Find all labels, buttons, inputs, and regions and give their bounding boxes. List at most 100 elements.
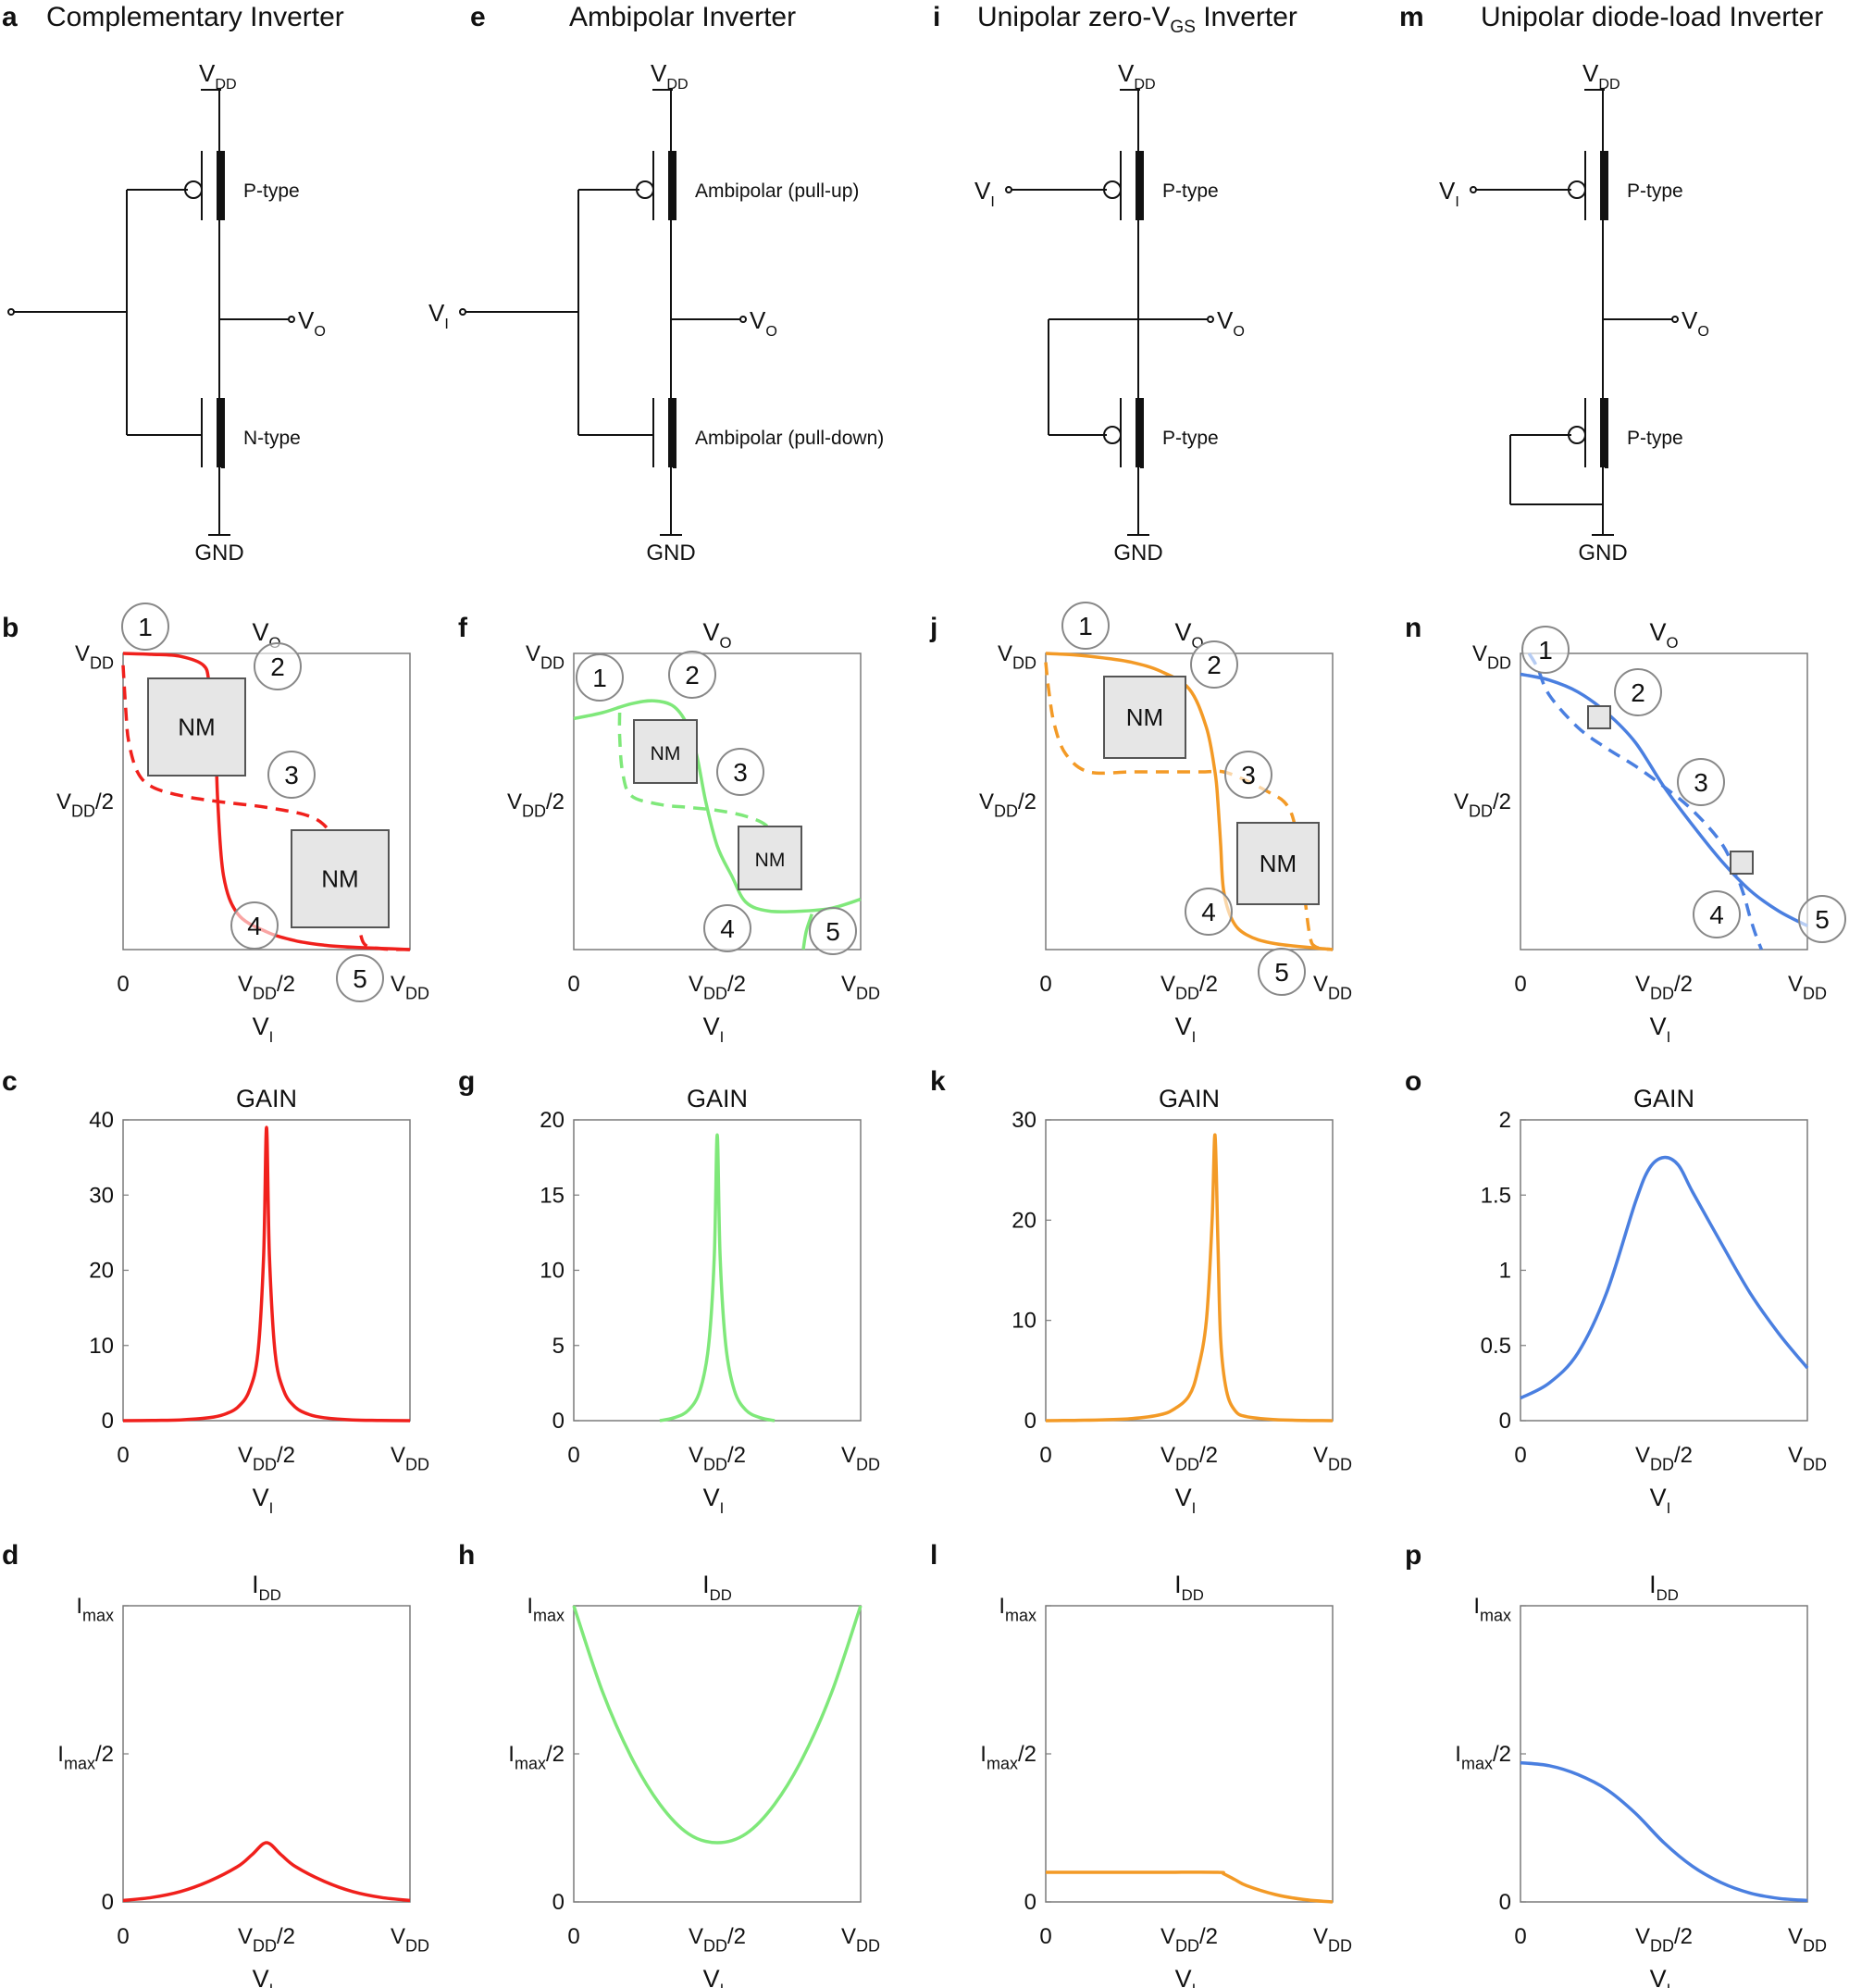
x-tick-label: VDD/2	[1160, 972, 1218, 1002]
y-tick-label: VDD/2	[1454, 789, 1511, 820]
chart-title-main: V	[702, 618, 719, 646]
vdd-label: VDD	[1118, 59, 1156, 93]
chart-title: VO	[702, 618, 731, 652]
bottom-transistor-channel	[1600, 398, 1608, 467]
region-marker-circle	[1614, 668, 1662, 716]
vi-label-main: V	[974, 177, 991, 205]
x-tick-label-sub: DD	[1328, 984, 1352, 1002]
noise-margin-box	[1236, 822, 1320, 905]
y-tick-label: 0	[1024, 1409, 1036, 1434]
y-tick-label-tail: /2	[1018, 1742, 1036, 1767]
x-tick-label-sub: DD	[405, 1936, 429, 1955]
vdd-label: VDD	[199, 59, 237, 93]
plot-frame	[122, 1605, 411, 1903]
x-axis-label-main: V	[1650, 1013, 1667, 1040]
x-axis-label-sub: I	[720, 1499, 725, 1517]
x-tick-label-main: V	[841, 1443, 856, 1468]
x-tick-label: VDD	[1313, 1924, 1352, 1955]
panel-letter-f: f	[458, 613, 468, 643]
y-tick-label: VDD	[998, 641, 1036, 672]
x-tick-label-main: V	[1313, 1924, 1328, 1949]
noise-margin-box	[738, 826, 802, 890]
top-transistor-label: Ambipolar (pull-up)	[695, 180, 859, 202]
x-tick-label-main: V	[1635, 1924, 1650, 1949]
x-tick-label-main: V	[1635, 1443, 1650, 1468]
region-marker-label: 4	[1709, 901, 1724, 929]
noise-margin-label: NM	[178, 714, 215, 741]
y-tick-label-sub: DD	[90, 653, 114, 672]
x-tick-label-main: V	[689, 1924, 703, 1949]
region-marker-label: 3	[284, 761, 299, 789]
x-axis-label-sub: I	[1667, 1028, 1671, 1046]
chart-title-main: I	[702, 1571, 710, 1598]
x-tick-label-tail: /2	[1199, 1443, 1218, 1468]
chart-title-main: I	[1174, 1571, 1182, 1598]
chart-title-main: V	[1174, 618, 1191, 646]
x-axis-label-sub: I	[1192, 1499, 1197, 1517]
region-marker-label: 3	[1241, 761, 1256, 789]
y-tick-label: 5	[552, 1334, 565, 1359]
y-tick-label-tail: /2	[95, 789, 114, 814]
noise-margin-label: NM	[1260, 850, 1297, 877]
top-transistor-channel	[668, 151, 676, 220]
x-tick-label: VDD	[1788, 1924, 1827, 1955]
y-tick-label: Imax/2	[508, 1742, 565, 1772]
x-tick-label: VDD/2	[689, 1924, 746, 1955]
x-tick-label-tail: /2	[1199, 1924, 1218, 1949]
region-marker-label: 2	[270, 652, 285, 681]
y-tick-label-sub: max	[1005, 1606, 1036, 1624]
y-tick-label: 10	[540, 1259, 565, 1284]
series-line-solid	[572, 1605, 863, 1845]
noise-margin-box	[291, 829, 390, 928]
x-tick-label: VDD/2	[238, 1443, 295, 1473]
x-tick-label: 0	[117, 1924, 129, 1949]
region-marker-circle	[703, 904, 751, 952]
y-tick-label: 0	[552, 1409, 565, 1434]
y-tick-label: 20	[89, 1259, 114, 1284]
noise-margin-label: NM	[755, 850, 786, 871]
plot-frame	[1045, 652, 1334, 951]
vdd-label-main: V	[1582, 59, 1599, 87]
x-tick-label: VDD	[1788, 972, 1827, 1002]
y-tick-label: Imax/2	[1455, 1742, 1511, 1772]
region-marker-circle	[267, 751, 316, 799]
y-tick-label: 0.5	[1481, 1334, 1511, 1359]
bottom-transistor-label: P-type	[1162, 428, 1219, 449]
panel-letter-e: e	[470, 2, 486, 32]
vo-label: VO	[298, 306, 326, 340]
chart-title: IDD	[252, 1571, 281, 1604]
region-marker-circle	[1185, 888, 1233, 936]
x-tick-label-sub: DD	[1650, 1936, 1674, 1955]
y-tick-label-main: V	[998, 641, 1012, 666]
vdd-label-sub: DD	[215, 76, 236, 93]
y-tick-label-tail: /2	[95, 1742, 114, 1767]
region-marker-label: 5	[353, 964, 367, 993]
vo-label-main: V	[298, 306, 315, 334]
y-tick-label: 2	[1499, 1108, 1511, 1133]
x-tick-label-sub: DD	[253, 984, 277, 1002]
x-tick-label-sub: DD	[856, 1936, 880, 1955]
chart-title-sub: DD	[710, 1586, 732, 1604]
x-tick-label-tail: /2	[727, 1924, 746, 1949]
region-marker-circle	[1677, 758, 1725, 806]
chart-title: GAIN	[687, 1085, 748, 1112]
x-axis-label: VI	[1650, 1013, 1671, 1046]
vdd-label-sub: DD	[1134, 76, 1155, 93]
region-marker-circle	[716, 748, 764, 796]
region-marker-label: 1	[592, 664, 607, 692]
series-line-dashed	[1044, 662, 1334, 951]
region-marker-label: 2	[1631, 678, 1645, 707]
chart-title: IDD	[1174, 1571, 1204, 1604]
gnd-label: GND	[194, 540, 243, 565]
region-marker-label: 1	[138, 613, 153, 641]
panel-title-i-sub: GS	[1170, 18, 1195, 37]
vo-label-main: V	[1217, 306, 1234, 334]
y-tick-label: 0	[552, 1890, 565, 1915]
region-marker-circle	[576, 653, 624, 702]
